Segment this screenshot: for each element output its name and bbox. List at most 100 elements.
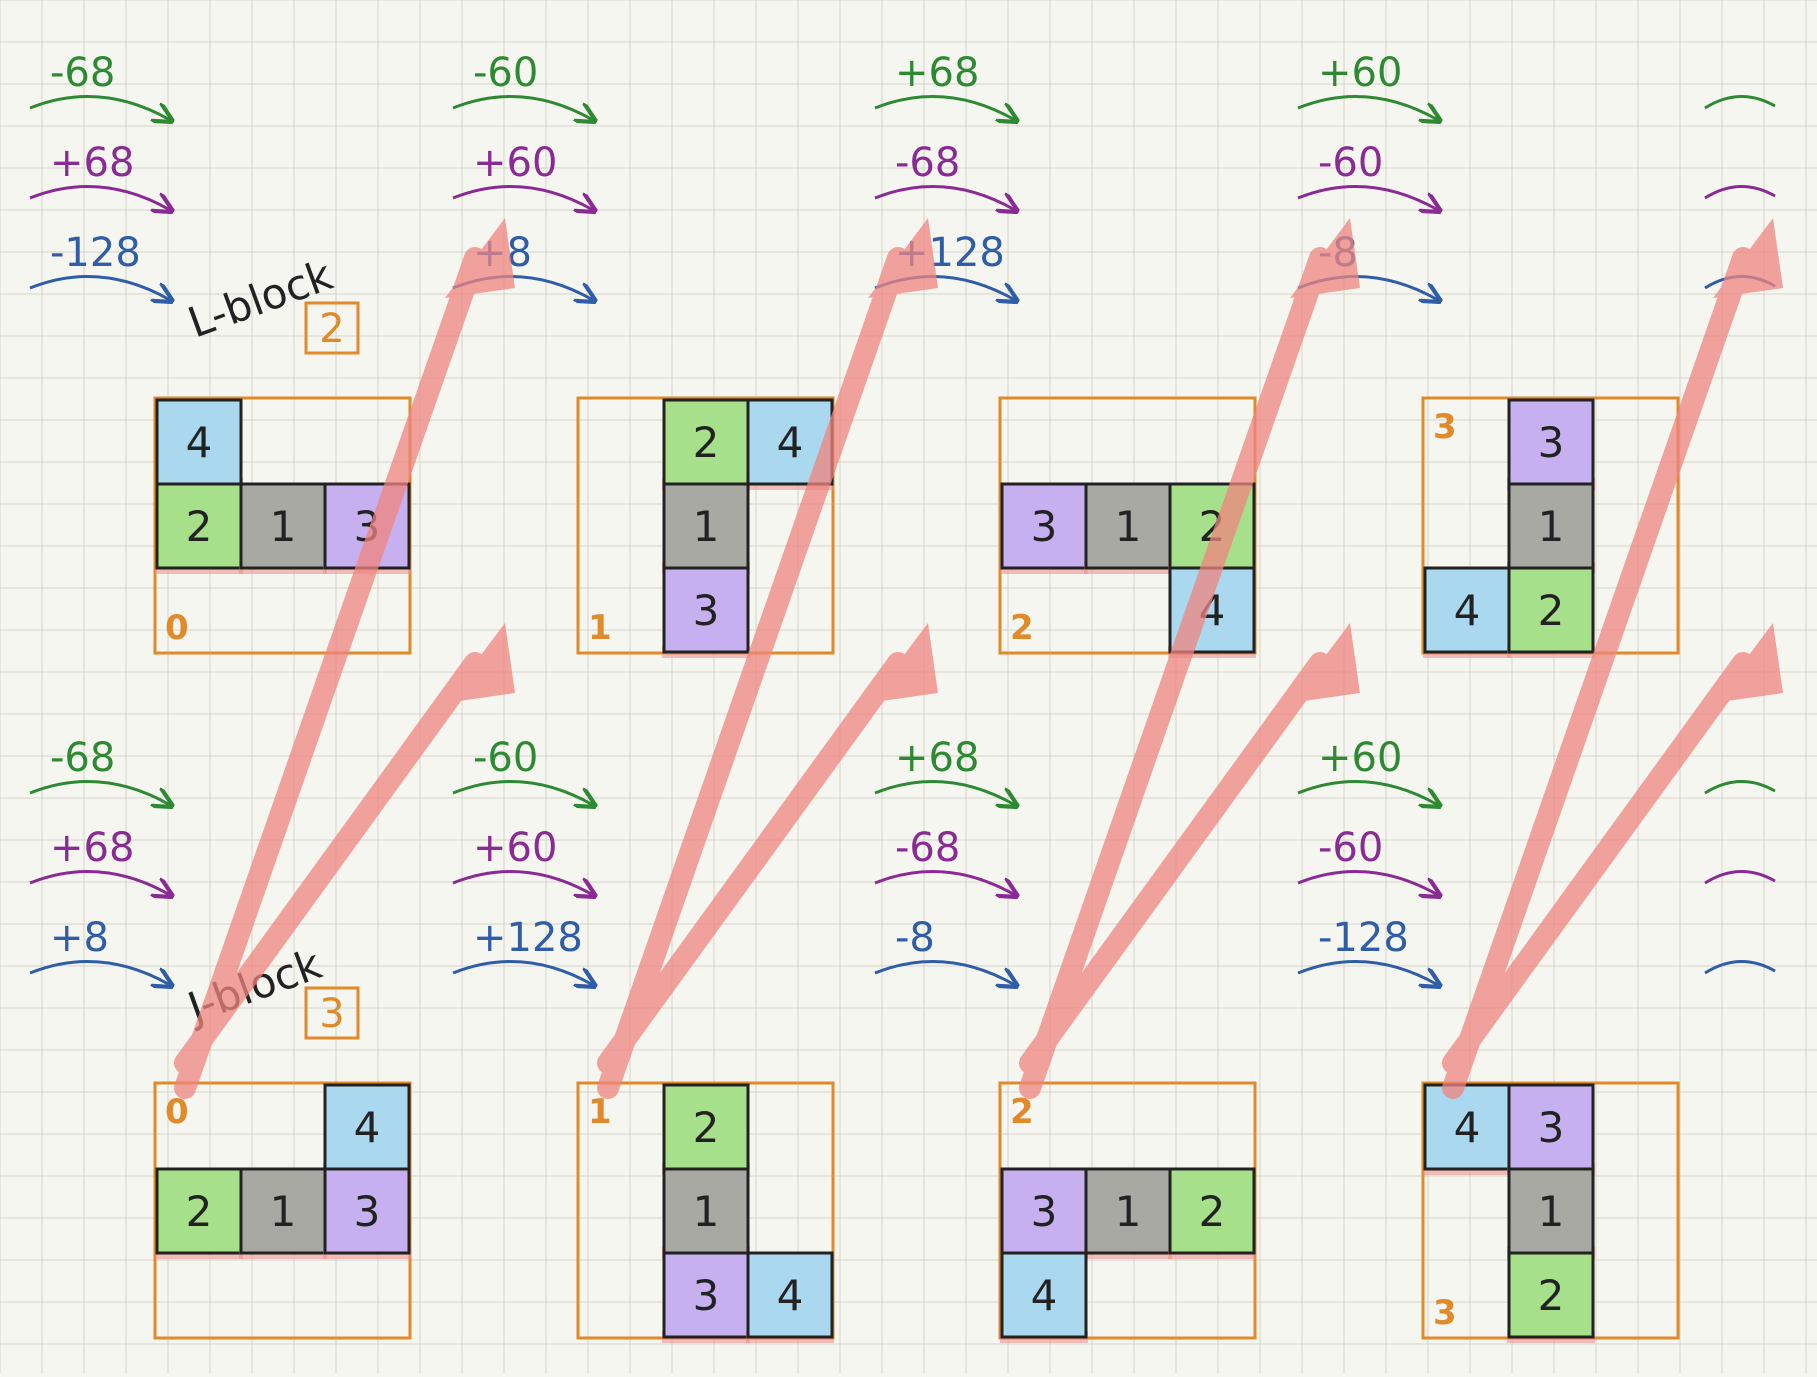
block-cell: 1 [239, 1167, 327, 1259]
block-cell: 4 [746, 1251, 834, 1343]
offset-arrow-curve [29, 185, 170, 210]
cell-green [1507, 566, 1595, 654]
offset-label: +68 [895, 735, 979, 781]
block-cell: 2 [662, 398, 750, 490]
cell-number: 3 [354, 1187, 381, 1236]
cell-number: 4 [1031, 1271, 1058, 1320]
piece-name: L-block [182, 250, 340, 347]
block-cell: 2 [155, 482, 243, 574]
offset-label: +60 [473, 825, 557, 871]
cell-number: 1 [270, 1187, 297, 1236]
diagram-content: L-block204213-68+68-12812413-60+60+82312… [29, 50, 1776, 1343]
piece-id-box: 2 [304, 301, 360, 355]
cell-purple [1507, 1083, 1595, 1171]
rotation-label: 1 [588, 608, 612, 648]
piece-id-box: 3 [304, 986, 360, 1040]
block-cell: 3 [323, 1167, 411, 1259]
offset-label: -60 [1318, 825, 1383, 871]
block-cell: 3 [1000, 1167, 1088, 1259]
block-cell: 3 [662, 1251, 750, 1343]
red-arrow-head [1713, 218, 1783, 298]
cell-number: 2 [1199, 1187, 1226, 1236]
cell-number: 1 [1538, 1187, 1565, 1236]
red-diagonal-arrow [1019, 247, 1331, 1099]
cell-number: 2 [1538, 586, 1565, 635]
offset-arrow-curve [1297, 780, 1438, 805]
continuation-arc [1704, 960, 1776, 975]
offset-arrow-curve [1297, 185, 1438, 210]
offset-label: +8 [50, 915, 109, 961]
offset-label: +68 [50, 825, 134, 871]
red-diagonal-arrow [597, 247, 909, 1099]
block-cell: 2 [1168, 1167, 1256, 1259]
piece-id-frame [304, 986, 360, 1040]
cell-number: 3 [1538, 418, 1565, 467]
offset-arrow-curve [1297, 95, 1438, 120]
block-cell: 1 [1084, 1167, 1172, 1259]
offset-arrow-purple: -68 [874, 140, 1015, 210]
offset-arrow-purple: -68 [874, 825, 1015, 895]
cell-number: 4 [354, 1103, 381, 1152]
block-cell: 4 [1423, 566, 1511, 658]
offset-arrow-curve [874, 960, 1015, 985]
offset-arrow-green: -60 [452, 50, 593, 120]
cell-number: 2 [1538, 1271, 1565, 1320]
offset-arrow-green: -60 [452, 735, 593, 805]
offset-label: -60 [473, 50, 538, 96]
rotation-label: 2 [1010, 1092, 1034, 1132]
cell-gray [1507, 1167, 1595, 1255]
cell-number: 3 [1031, 1187, 1058, 1236]
red-diagonal-arrow [1019, 652, 1331, 1074]
red-diagonal-arrow [1442, 652, 1754, 1074]
cell-number: 1 [1115, 502, 1142, 551]
continuation-arc [1704, 780, 1776, 795]
block-cell: 2 [1507, 566, 1595, 658]
offset-label: -68 [50, 50, 115, 96]
block-cell: 4 [323, 1083, 411, 1175]
red-arrow-head [1290, 623, 1360, 703]
piece-id: 2 [319, 306, 344, 352]
block-cell: 4 [1423, 1083, 1511, 1175]
rotation-label: 0 [165, 1092, 189, 1132]
cell-purple [1507, 398, 1595, 486]
offset-arrow-green: +60 [1297, 735, 1438, 805]
red-diagonal-arrow [1442, 247, 1754, 1099]
cell-purple [1000, 482, 1088, 570]
cell-green [155, 482, 243, 570]
cell-number: 1 [693, 1187, 720, 1236]
block-cell: 4 [155, 398, 243, 490]
offset-arrow-curve [452, 780, 593, 805]
cell-number: 4 [777, 1271, 804, 1320]
rotation-label: 1 [588, 1092, 612, 1132]
cell-blue [746, 1251, 834, 1339]
cell-green [1168, 1167, 1256, 1255]
continuation-arc [1704, 95, 1776, 110]
block-cell: 1 [1507, 482, 1595, 574]
offset-arrow-green: +68 [874, 50, 1015, 120]
offset-label: -68 [895, 825, 960, 871]
cell-number: 4 [1454, 586, 1481, 635]
cell-number: 2 [693, 418, 720, 467]
cell-number: 3 [693, 1271, 720, 1320]
block-cell: 2 [1507, 1251, 1595, 1343]
block-cell: 3 [662, 566, 750, 658]
offset-arrow-blue: -128 [1297, 915, 1438, 985]
cell-gray [1084, 482, 1172, 570]
piece-l-block: L-block204213-68+68-12812413-60+60+82312… [29, 50, 1776, 658]
cell-blue [1000, 1251, 1088, 1339]
cell-purple [1000, 1167, 1088, 1255]
offset-label: +68 [895, 50, 979, 96]
offset-label: -8 [895, 915, 935, 961]
offset-arrow-blue: -128 [29, 230, 170, 300]
block-cell: 1 [662, 482, 750, 574]
red-diagonal-arrow [597, 652, 909, 1074]
cell-purple [662, 566, 750, 654]
offset-arrow-curve [874, 870, 1015, 895]
red-diagonal-arrow [174, 247, 486, 1099]
offset-arrow-green: +60 [1297, 50, 1438, 120]
